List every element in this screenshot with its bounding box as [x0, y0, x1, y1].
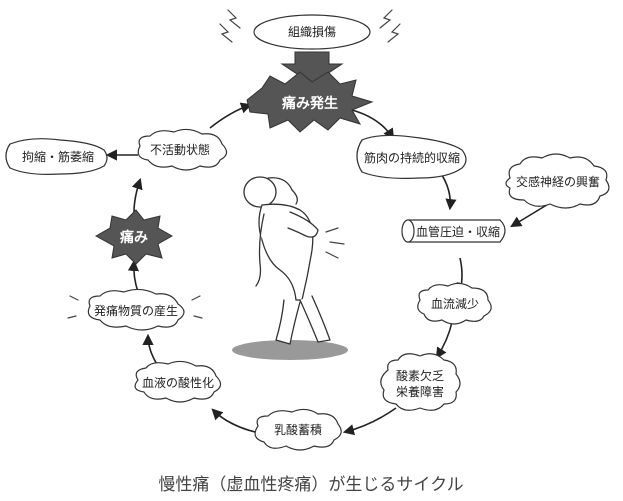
label-inactivity: 不活動状態 [150, 142, 210, 157]
arrow-lactic-to-acidosis [211, 408, 256, 433]
node-blood-flow: 血流減少 [417, 282, 492, 325]
pain-mark-2 [329, 241, 345, 245]
node-hypoxia: 酸素欠乏 栄養障害 [380, 353, 461, 411]
figure-person-back-pain [232, 176, 348, 360]
pain-mark-3 [325, 251, 339, 259]
label-sympathetic: 交感神経の興奮 [516, 174, 600, 189]
label-vasoconstriction: 血管圧迫・収縮 [416, 224, 500, 239]
label-acidosis: 血液の酸性化 [142, 375, 214, 390]
shake-left-1 [227, 9, 241, 29]
node-tissue-damage: 組織損傷 [219, 9, 401, 50]
diagram-caption: 慢性痛（虚血性疼痛）が生じるサイクル [158, 474, 463, 495]
node-lactic-acid: 乳酸蓄積 [254, 408, 342, 451]
shake-substances-2 [67, 315, 77, 319]
node-pain-onset: 痛み発生 [246, 71, 374, 133]
label-pain: 痛み [119, 229, 148, 246]
node-pain: 痛み [94, 209, 174, 265]
shake-substances-3 [191, 295, 201, 301]
shake-substances-1 [69, 295, 79, 301]
shake-right-1 [379, 9, 393, 29]
label-pain-onset: 痛み発生 [281, 95, 338, 112]
node-contracture: 拘縮・筋萎縮 [5, 138, 108, 175]
arrow-contraction-to-vaso [439, 171, 457, 211]
label-lactic-acid: 乳酸蓄積 [274, 422, 322, 437]
label-tissue-damage: 組織損傷 [288, 24, 336, 39]
arrow-pain-to-inactivity [131, 177, 143, 213]
label-hypoxia-1: 酸素欠乏 [396, 368, 444, 383]
node-vasoconstriction: 血管圧迫・収縮 [401, 219, 506, 243]
arrow-pain-to-contraction [351, 109, 395, 140]
arrow-bloodflow-to-hypoxia [435, 321, 453, 359]
node-pain-substances: 発痛物質の産生 [67, 288, 203, 331]
label-hypoxia-2: 栄養障害 [396, 384, 444, 399]
arrow-hypoxia-to-lactic [342, 407, 397, 436]
node-sympathetic: 交感神経の興奮 [505, 153, 610, 209]
pain-mark-1 [325, 227, 339, 233]
label-sustained-contraction: 筋肉の持続的収縮 [364, 150, 460, 165]
label-blood-flow: 血流減少 [431, 296, 479, 311]
arrow-acidosis-to-substances [142, 333, 159, 367]
label-pain-substances: 発痛物質の産生 [94, 303, 178, 318]
node-acidosis: 血液の酸性化 [134, 360, 222, 403]
arrow-inactivity-to-onset [209, 102, 253, 129]
figure-shadow [232, 340, 348, 360]
shake-substances-4 [193, 315, 203, 319]
shake-right-2 [387, 23, 401, 43]
arrow-substances-to-pain [127, 259, 139, 293]
shake-left-2 [219, 23, 233, 43]
node-sustained-contraction: 筋肉の持続的収縮 [356, 134, 467, 179]
node-inactivity: 不活動状態 [137, 128, 228, 171]
label-contracture: 拘縮・筋萎縮 [22, 149, 94, 164]
